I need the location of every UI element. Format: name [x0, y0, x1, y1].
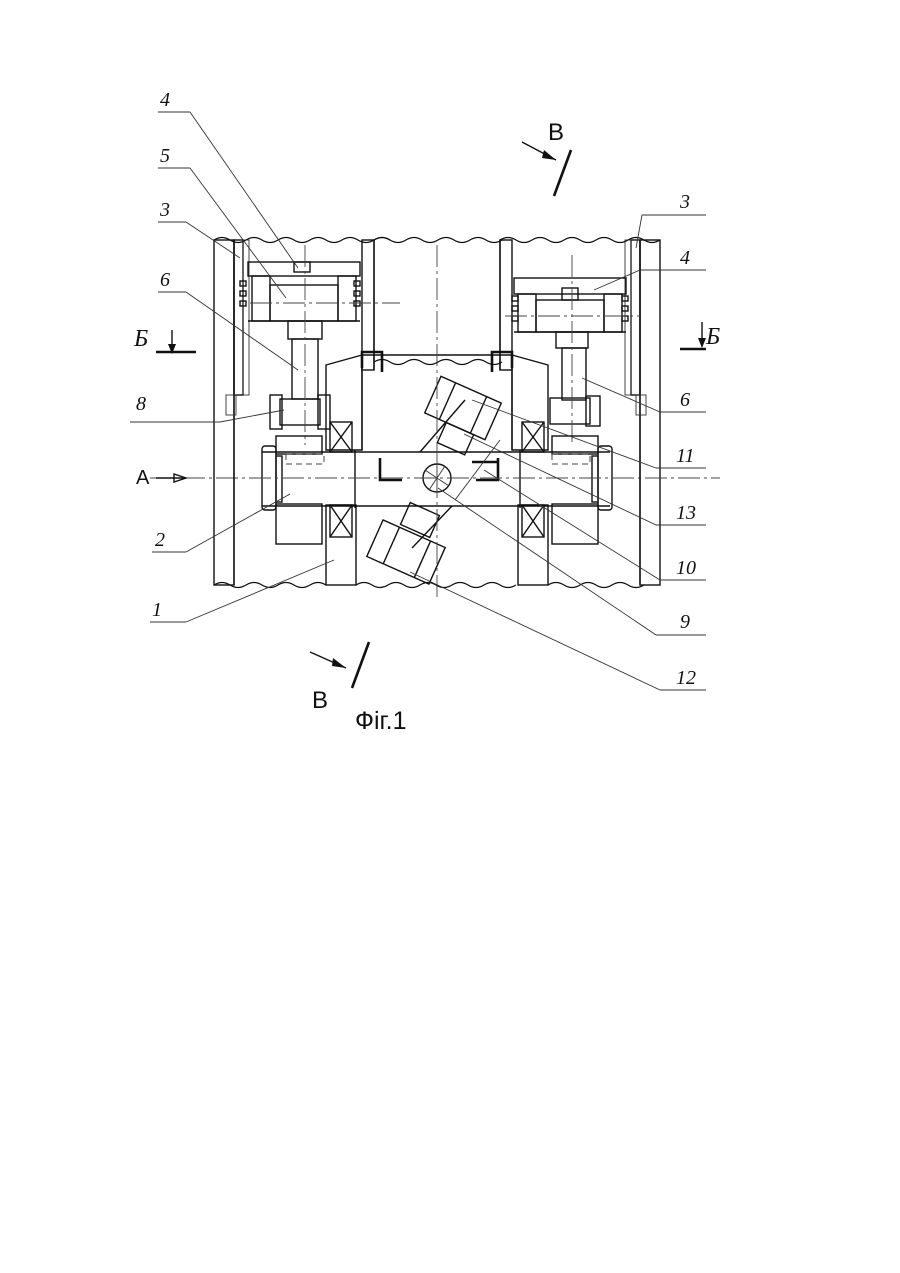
label-4-right: 4 [680, 247, 690, 269]
part-labels: 4 5 3 6 8 2 1 3 4 6 11 13 10 9 12 [136, 89, 696, 689]
view-arrow-a [156, 474, 186, 482]
section-label-b-left: Б [133, 326, 148, 352]
swash-plate-lower [367, 503, 452, 585]
view-label-a: А [136, 467, 150, 489]
leader-lines [130, 112, 706, 690]
label-12-right: 12 [676, 667, 696, 689]
label-6-right: 6 [680, 389, 690, 411]
section-labels: В В Б Б А [133, 119, 720, 714]
label-6-left: 6 [160, 269, 170, 291]
section-arrow-b-left [156, 330, 196, 354]
section-label-b-right: Б [705, 324, 720, 350]
right-cylinder [500, 240, 631, 445]
label-3-right: 3 [679, 191, 690, 213]
section-label-v-top: В [548, 119, 564, 146]
label-5-left: 5 [160, 145, 170, 167]
label-2-left: 2 [155, 529, 165, 551]
label-1-left: 1 [152, 599, 162, 621]
label-11-right: 11 [676, 445, 695, 467]
label-4-left: 4 [160, 89, 170, 111]
section-arrow-v-top [522, 142, 571, 196]
figure-caption: Фіг.1 [355, 707, 406, 735]
section-label-v-bottom: В [312, 687, 328, 714]
label-9-right: 9 [680, 611, 690, 633]
section-arrow-v-bottom [310, 642, 369, 688]
section-arrow-b-right [680, 322, 706, 349]
label-3-left: 3 [159, 199, 170, 221]
label-8-left: 8 [136, 393, 146, 415]
swash-plate-upper [420, 376, 501, 500]
label-13-right: 13 [676, 502, 696, 524]
label-10-right: 10 [676, 557, 696, 579]
main-shaft [150, 436, 720, 544]
